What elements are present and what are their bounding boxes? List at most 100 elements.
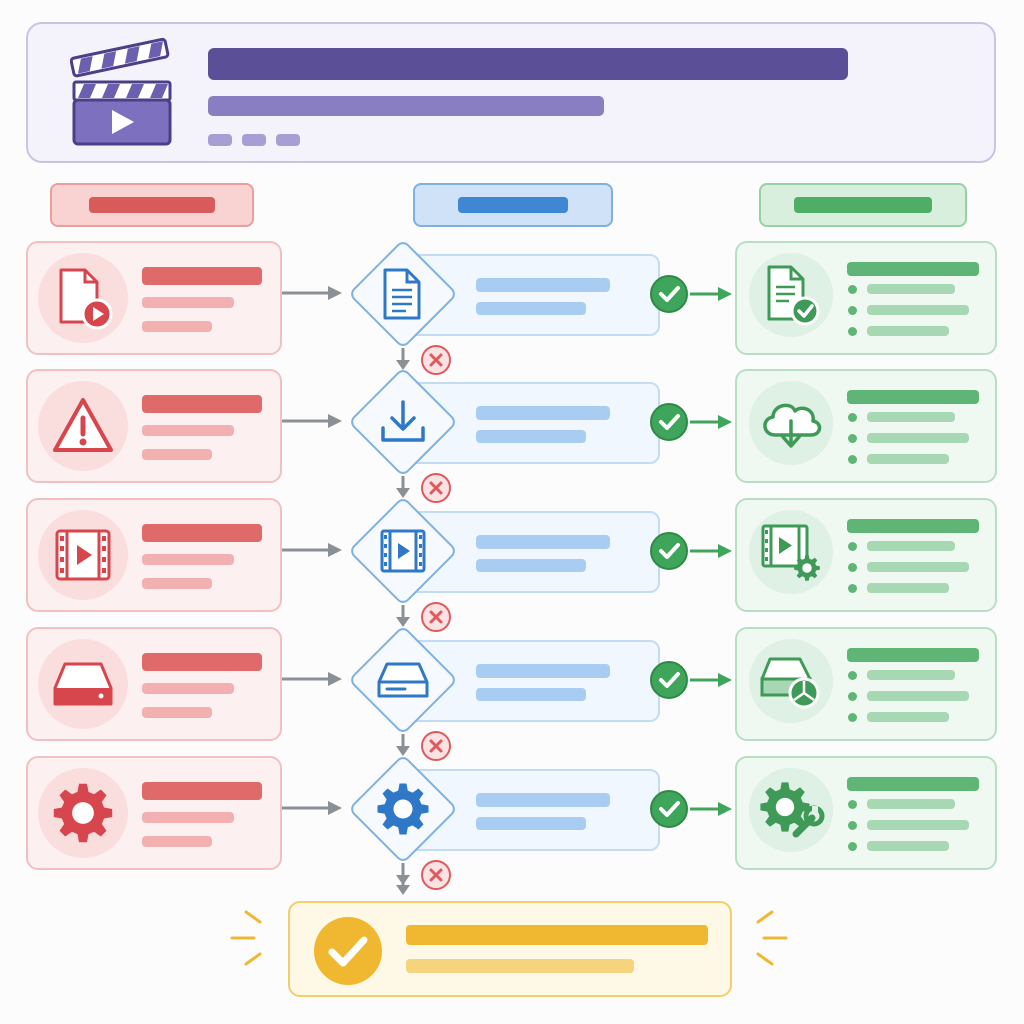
input-card-5	[26, 756, 282, 870]
output-title-placeholder	[847, 777, 979, 791]
output-line-placeholder	[867, 841, 949, 851]
output-line-placeholder	[867, 433, 969, 443]
film-settings-icon	[759, 520, 823, 588]
output-line-placeholder	[867, 799, 955, 809]
input-title-placeholder	[142, 395, 262, 413]
output-bullet	[848, 692, 857, 701]
output-title-placeholder	[847, 262, 979, 276]
output-line-placeholder	[867, 412, 955, 422]
input-line-placeholder	[142, 321, 212, 332]
arrow-process-to-output	[690, 412, 734, 436]
arrow-process-to-output	[690, 670, 734, 694]
process-line-placeholder	[476, 817, 586, 830]
process-line-placeholder	[476, 430, 586, 443]
output-line-placeholder	[867, 305, 969, 315]
reject-x-icon	[421, 731, 451, 761]
output-bullet	[848, 671, 857, 680]
column-header-input	[50, 183, 254, 227]
header-dot	[208, 134, 232, 146]
cloud-download-icon	[757, 393, 825, 457]
approve-check-icon	[650, 403, 688, 441]
arrow-down-flow	[394, 734, 412, 762]
input-line-placeholder	[142, 812, 234, 823]
output-bullet	[848, 563, 857, 572]
final-subtitle-placeholder	[406, 959, 634, 973]
output-bullet	[848, 455, 857, 464]
video-file-icon	[51, 266, 115, 334]
output-bullet	[848, 327, 857, 336]
document-icon	[379, 266, 427, 326]
output-bullet	[848, 800, 857, 809]
final-title-placeholder	[406, 925, 708, 945]
output-title-placeholder	[847, 648, 979, 662]
header-dot	[242, 134, 266, 146]
input-card-2	[26, 369, 282, 483]
output-bullet	[848, 713, 857, 722]
gear-icon	[375, 781, 431, 841]
input-card-4	[26, 627, 282, 741]
output-title-placeholder	[847, 519, 979, 533]
hard-drive-icon	[51, 652, 115, 720]
output-card-5	[735, 756, 997, 870]
input-card-3	[26, 498, 282, 612]
output-line-placeholder	[867, 326, 949, 336]
output-line-placeholder	[867, 670, 955, 680]
hard-drive-chart-icon	[758, 651, 824, 715]
input-line-placeholder	[142, 683, 234, 694]
output-title-placeholder	[847, 390, 979, 404]
output-card-1	[735, 241, 997, 355]
input-line-placeholder	[142, 297, 234, 308]
process-line-placeholder	[476, 688, 586, 701]
hard-drive-icon	[375, 656, 431, 708]
arrow-input-to-process	[282, 798, 344, 822]
download-icon	[377, 396, 429, 452]
output-line-placeholder	[867, 454, 949, 464]
check-circle-icon	[312, 915, 384, 991]
output-bullet	[848, 821, 857, 830]
header-panel	[26, 22, 996, 163]
arrow-input-to-process	[282, 540, 344, 564]
arrow-input-to-process	[282, 669, 344, 693]
input-line-placeholder	[142, 425, 234, 436]
arrow-down-to-final	[394, 877, 412, 901]
arrow-down-flow	[394, 605, 412, 633]
output-line-placeholder	[867, 820, 969, 830]
output-bullet	[848, 434, 857, 443]
output-card-4	[735, 627, 997, 741]
input-title-placeholder	[142, 653, 262, 671]
arrow-input-to-process	[282, 411, 344, 435]
approve-check-icon	[650, 532, 688, 570]
input-line-placeholder	[142, 449, 212, 460]
reject-x-icon	[421, 602, 451, 632]
arrow-process-to-output	[690, 284, 734, 308]
column-header-process-label	[458, 197, 568, 213]
process-line-placeholder	[476, 559, 586, 572]
output-bullet	[848, 842, 857, 851]
header-dot	[276, 134, 300, 146]
output-line-placeholder	[867, 691, 969, 701]
output-bullet	[848, 584, 857, 593]
output-line-placeholder	[867, 284, 955, 294]
header-title-placeholder	[208, 48, 848, 80]
output-line-placeholder	[867, 562, 969, 572]
document-check-icon	[759, 263, 823, 331]
input-card-1	[26, 241, 282, 355]
column-header-input-label	[89, 197, 215, 213]
input-title-placeholder	[142, 524, 262, 542]
approve-check-icon	[650, 790, 688, 828]
process-line-placeholder	[476, 302, 586, 315]
sparkle-right-icon	[756, 910, 788, 966]
arrow-process-to-output	[690, 799, 734, 823]
arrow-process-to-output	[690, 541, 734, 565]
output-bullet	[848, 285, 857, 294]
output-line-placeholder	[867, 583, 949, 593]
clapperboard-play-icon	[69, 34, 174, 154]
process-title-placeholder	[476, 793, 610, 807]
reject-x-icon	[421, 860, 451, 890]
output-card-2	[735, 369, 997, 483]
output-bullet	[848, 413, 857, 422]
output-card-3	[735, 498, 997, 612]
output-bullet	[848, 542, 857, 551]
output-line-placeholder	[867, 541, 955, 551]
gear-wrench-icon	[756, 778, 826, 846]
